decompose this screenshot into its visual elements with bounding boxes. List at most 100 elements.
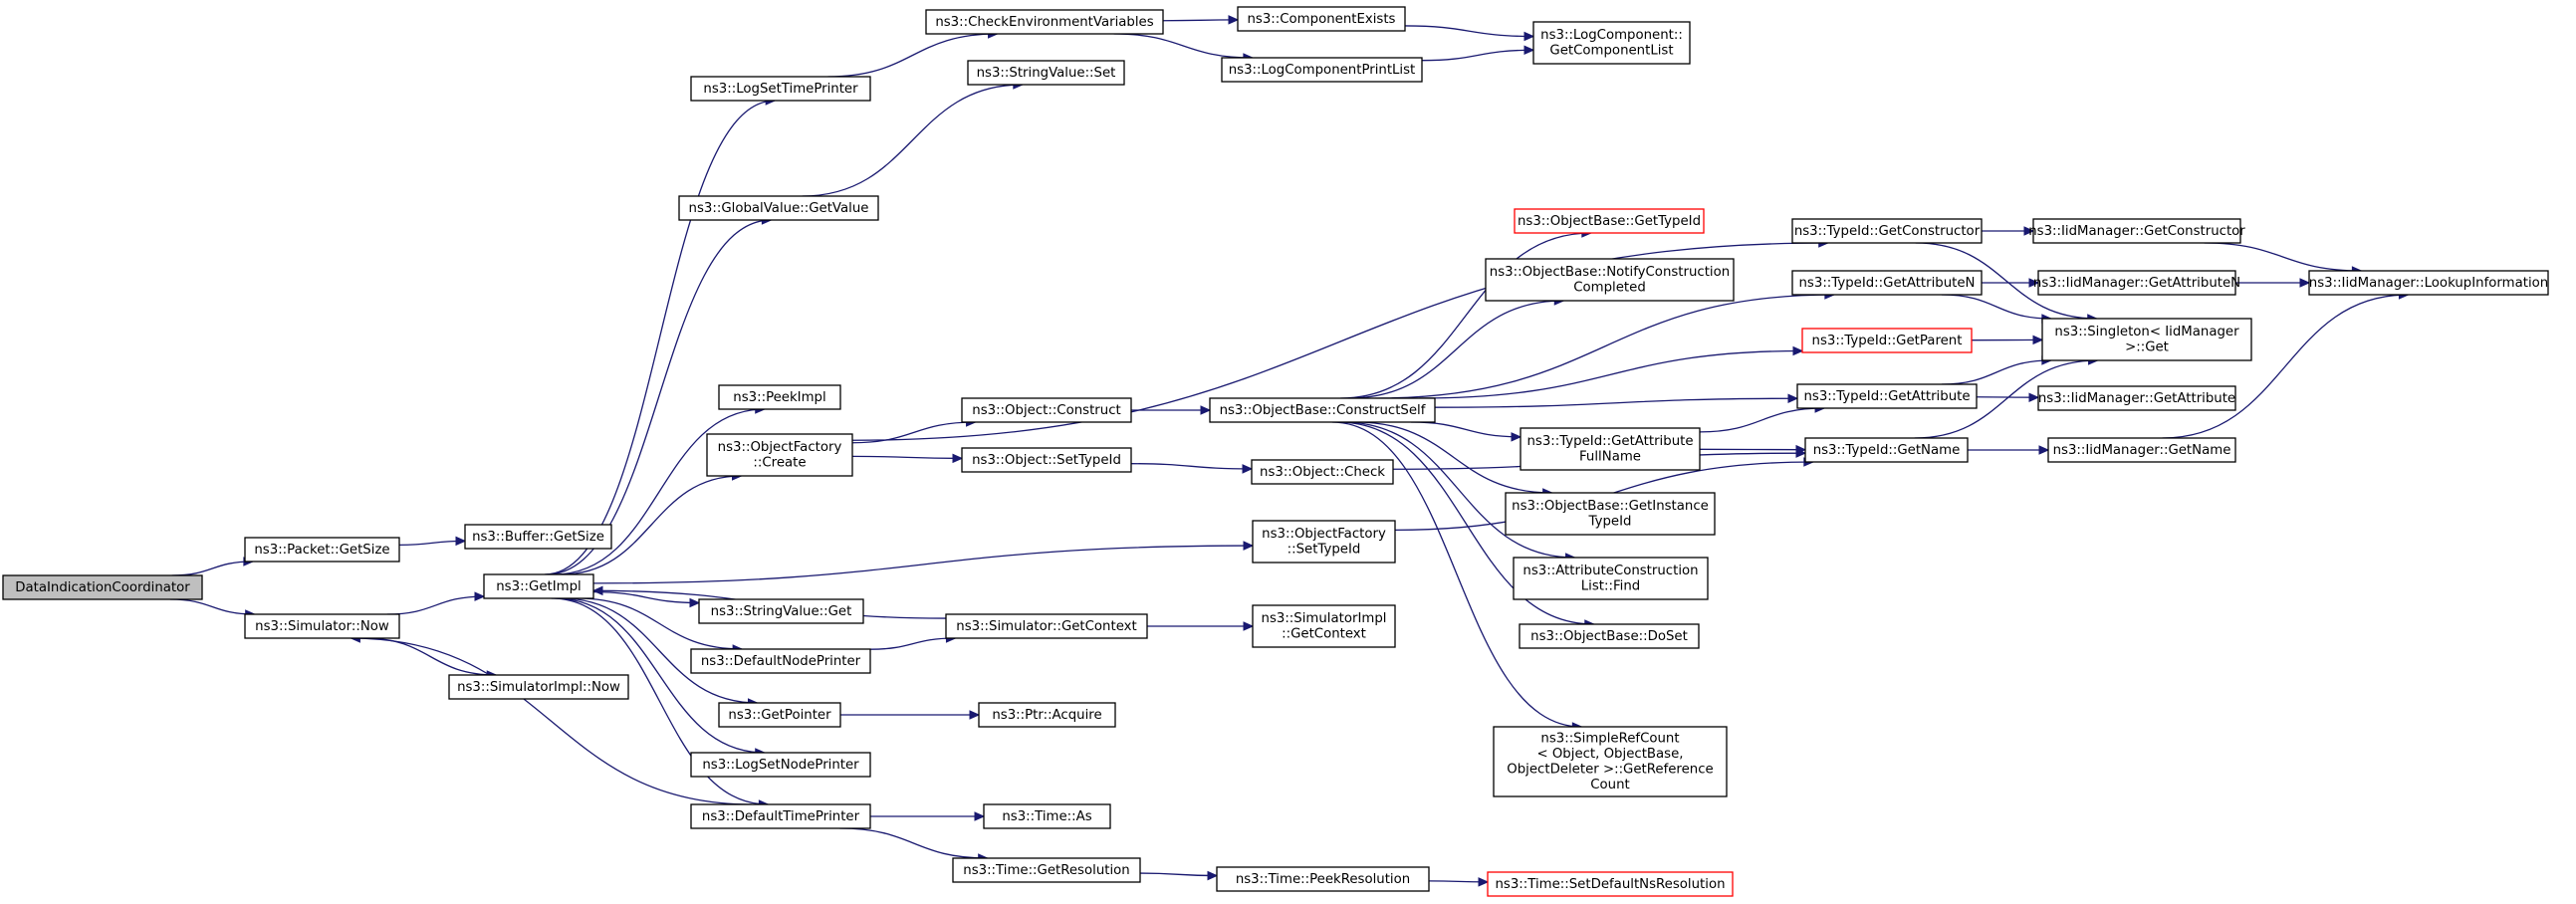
node-cev[interactable]: ns3::CheckEnvironmentVariables (925, 9, 1164, 35)
node-box[interactable] (1514, 208, 1705, 234)
node-box[interactable] (448, 674, 629, 700)
node-tgp[interactable]: ns3::TypeId::GetParent (1801, 328, 1973, 353)
node-box[interactable] (464, 524, 612, 550)
node-box[interactable] (2032, 218, 2241, 244)
node-sin[interactable]: ns3::SimulatorImpl::Now (448, 674, 629, 700)
node-box[interactable] (952, 857, 1141, 883)
node-sn[interactable]: ns3::Simulator::Now (244, 613, 400, 639)
node-osti[interactable]: ns3::Object::SetTypeId (961, 447, 1132, 473)
node-box[interactable] (1209, 397, 1436, 423)
node-dnp[interactable]: ns3::DefaultNodePrinter (690, 648, 871, 674)
node-box[interactable] (2037, 385, 2236, 411)
node-imga[interactable]: ns3::IidManager::GetAttribute (2037, 385, 2236, 411)
node-box[interactable] (1520, 427, 1701, 471)
node-svs[interactable]: ns3::StringValue::Set (967, 60, 1125, 86)
node-box[interactable] (967, 60, 1125, 86)
node-gvgv[interactable]: ns3::GlobalValue::GetValue (678, 195, 879, 221)
node-box[interactable] (1513, 557, 1709, 600)
node-src[interactable]: ns3::SimpleRefCount< Object, ObjectBase,… (1493, 726, 1728, 797)
node-imli[interactable]: ns3::IidManager::LookupInformation (2308, 270, 2549, 296)
node-box[interactable] (1801, 328, 1973, 353)
node-box[interactable] (961, 397, 1132, 423)
node-imgc[interactable]: ns3::IidManager::GetConstructor (2028, 218, 2245, 244)
node-gp[interactable]: ns3::GetPointer (718, 702, 841, 728)
node-box[interactable] (1221, 57, 1423, 83)
node-box[interactable] (690, 803, 871, 829)
node-box[interactable] (698, 598, 864, 624)
node-box[interactable] (1791, 270, 1983, 296)
node-box[interactable] (925, 9, 1164, 35)
node-box[interactable] (2, 574, 203, 600)
node-tgr[interactable]: ns3::Time::GetResolution (952, 857, 1141, 883)
node-box[interactable] (1791, 218, 1983, 244)
node-ofc[interactable]: ns3::ObjectFactory::Create (706, 433, 853, 477)
node-obgti[interactable]: ns3::ObjectBase::GetTypeId (1514, 208, 1705, 234)
node-tga[interactable]: ns3::TypeId::GetAttribute (1796, 383, 1978, 409)
node-box[interactable] (706, 433, 853, 477)
node-box[interactable] (483, 573, 594, 599)
node-pgs[interactable]: ns3::Packet::GetSize (244, 537, 400, 563)
node-ofst[interactable]: ns3::ObjectFactory::SetTypeId (1252, 520, 1396, 564)
node-tgc[interactable]: ns3::TypeId::GetConstructor (1791, 218, 1983, 244)
node-box[interactable] (1532, 21, 1691, 65)
node-tsdnr[interactable]: ns3::Time::SetDefaultNsResolution (1487, 871, 1734, 897)
node-ta[interactable]: ns3::Time::As (983, 803, 1111, 829)
node-box[interactable] (1216, 866, 1430, 892)
node-box[interactable] (2047, 437, 2236, 463)
node-lsnp[interactable]: ns3::LogSetNodePrinter (690, 752, 871, 778)
node-sigc[interactable]: ns3::SimulatorImpl::GetContext (1252, 604, 1396, 648)
node-box[interactable] (1519, 623, 1700, 649)
node-obcs[interactable]: ns3::ObjectBase::ConstructSelf (1209, 397, 1436, 423)
node-ochk[interactable]: ns3::Object::Check (1251, 459, 1394, 485)
node-box[interactable] (718, 702, 841, 728)
node-dic[interactable]: DataIndicationCoordinator (2, 574, 203, 600)
node-tgn[interactable]: ns3::TypeId::GetName (1804, 437, 1969, 463)
node-obncc[interactable]: ns3::ObjectBase::NotifyConstructionCompl… (1485, 258, 1735, 302)
node-oc[interactable]: ns3::Object::Construct (961, 397, 1132, 423)
node-gi[interactable]: ns3::GetImpl (483, 573, 594, 599)
node-pi[interactable]: ns3::PeekImpl (718, 384, 841, 410)
node-box[interactable] (1487, 871, 1734, 897)
node-box[interactable] (244, 613, 400, 639)
node-box[interactable] (1493, 726, 1728, 797)
node-box[interactable] (945, 613, 1148, 639)
node-box[interactable] (2037, 270, 2236, 296)
node-box[interactable] (961, 447, 1132, 473)
node-ce[interactable]: ns3::ComponentExists (1237, 6, 1406, 32)
node-box[interactable] (690, 648, 871, 674)
node-box[interactable] (1796, 383, 1978, 409)
node-box[interactable] (2308, 270, 2549, 296)
node-imgn[interactable]: ns3::IidManager::GetName (2047, 437, 2236, 463)
node-svg[interactable]: ns3::StringValue::Get (698, 598, 864, 624)
node-dtp[interactable]: ns3::DefaultTimePrinter (690, 803, 871, 829)
node-box[interactable] (1237, 6, 1406, 32)
node-bgs[interactable]: ns3::Buffer::GetSize (464, 524, 612, 550)
node-box[interactable] (978, 702, 1116, 728)
node-box[interactable] (983, 803, 1111, 829)
node-box[interactable] (690, 752, 871, 778)
node-box[interactable] (1485, 258, 1735, 302)
node-sgc[interactable]: ns3::Simulator::GetContext (945, 613, 1148, 639)
node-sig[interactable]: ns3::Singleton< IidManager>::Get (2041, 318, 2252, 361)
node-tpr[interactable]: ns3::Time::PeekResolution (1216, 866, 1430, 892)
node-lcgcl[interactable]: ns3::LogComponent::GetComponentList (1532, 21, 1691, 65)
node-obds[interactable]: ns3::ObjectBase::DoSet (1519, 623, 1700, 649)
node-box[interactable] (1252, 520, 1396, 564)
node-box[interactable] (1251, 459, 1394, 485)
node-box[interactable] (678, 195, 879, 221)
node-box[interactable] (1505, 492, 1716, 536)
node-tgan[interactable]: ns3::TypeId::GetAttributeN (1791, 270, 1983, 296)
node-imgan[interactable]: ns3::IidManager::GetAttributeN (2033, 270, 2240, 296)
node-box[interactable] (244, 537, 400, 563)
node-box[interactable] (690, 76, 871, 102)
node-lstp[interactable]: ns3::LogSetTimePrinter (690, 76, 871, 102)
node-box[interactable] (1252, 604, 1396, 648)
node-pa[interactable]: ns3::Ptr::Acquire (978, 702, 1116, 728)
node-box[interactable] (2041, 318, 2252, 361)
node-box[interactable] (718, 384, 841, 410)
node-box[interactable] (1804, 437, 1969, 463)
node-lcpl[interactable]: ns3::LogComponentPrintList (1221, 57, 1423, 83)
